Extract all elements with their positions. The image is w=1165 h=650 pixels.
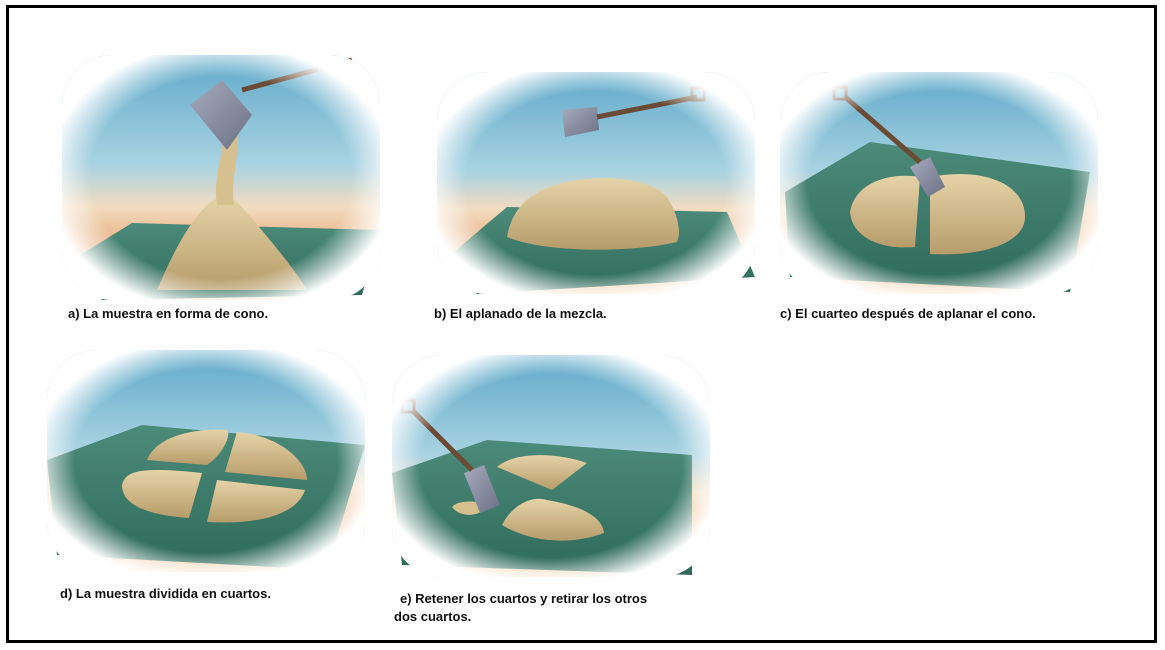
caption-a: a) La muestra en forma de cono.: [68, 305, 268, 322]
caption-d: d) La muestra dividida en cuartos.: [60, 585, 271, 602]
panel-b-illustration: [437, 72, 755, 294]
caption-c: c) El cuarteo después de aplanar el cono…: [780, 305, 1036, 322]
caption-e-line-2: dos cuartos.: [394, 608, 471, 625]
panel-d-illustration: [47, 350, 365, 572]
panel-e-illustration: [392, 355, 710, 577]
caption-b: b) El aplanado de la mezcla.: [434, 305, 607, 322]
caption-e-line-1: e) Retener los cuartos y retirar los otr…: [400, 590, 647, 607]
panel-c-illustration: [780, 72, 1098, 294]
panel-a-illustration: [62, 55, 380, 300]
